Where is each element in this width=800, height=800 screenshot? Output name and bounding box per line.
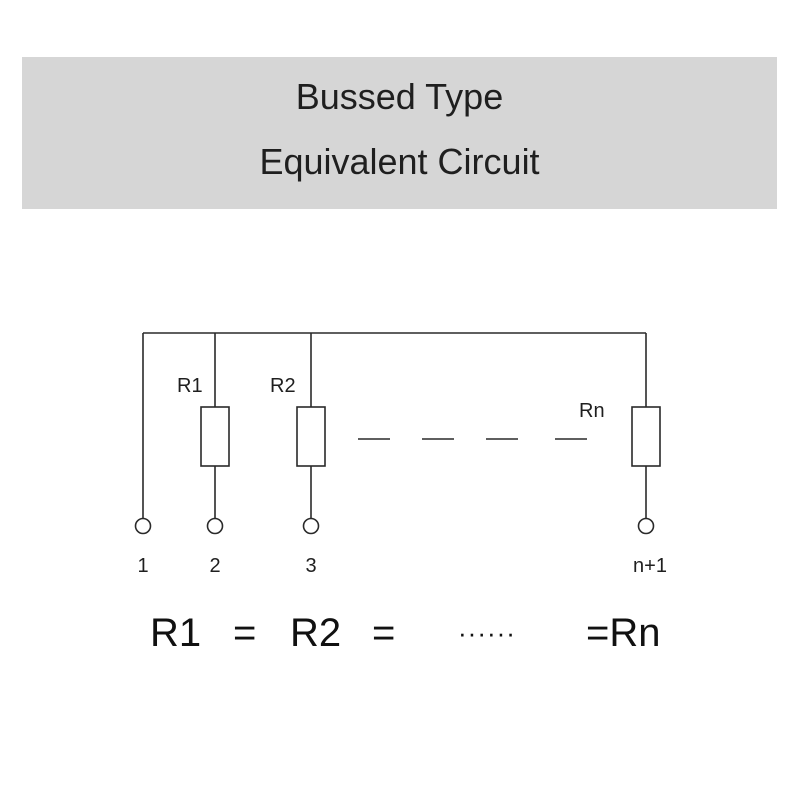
equation-r2: R2 — [290, 611, 342, 655]
equation-equals-1: = — [233, 611, 257, 655]
r1-label: R1 — [177, 375, 203, 397]
r2-resistor — [296, 406, 326, 467]
rn-resistor — [631, 406, 661, 467]
pin3-terminal — [302, 517, 320, 535]
title-line-2: Equivalent Circuit — [259, 141, 540, 182]
pin1-terminal — [134, 517, 152, 535]
pin2-terminal — [206, 517, 224, 535]
rn-label: Rn — [579, 400, 605, 422]
circuit-diagram: R1 R2 Rn 1 2 3 n+1 — [134, 332, 667, 577]
title-banner: Bussed Type Equivalent Circuit — [22, 57, 777, 209]
r1-resistor — [200, 406, 230, 467]
pin2-number: 2 — [209, 555, 220, 577]
equation-r1: R1 — [150, 611, 202, 655]
r2-label: R2 — [270, 375, 296, 397]
equation-equals-2: = — [372, 611, 396, 655]
pin3-number: 3 — [305, 555, 316, 577]
pin-last-terminal — [637, 517, 655, 535]
pin-last-number: n+1 — [633, 555, 667, 577]
equation-ellipsis: ······ — [458, 618, 516, 648]
pin1-number: 1 — [137, 555, 148, 577]
resistor-equality-equation: R1 = R2 = ······ =Rn — [0, 603, 800, 663]
equation-rn: =Rn — [586, 611, 661, 655]
title-line-1: Bussed Type — [295, 76, 504, 117]
